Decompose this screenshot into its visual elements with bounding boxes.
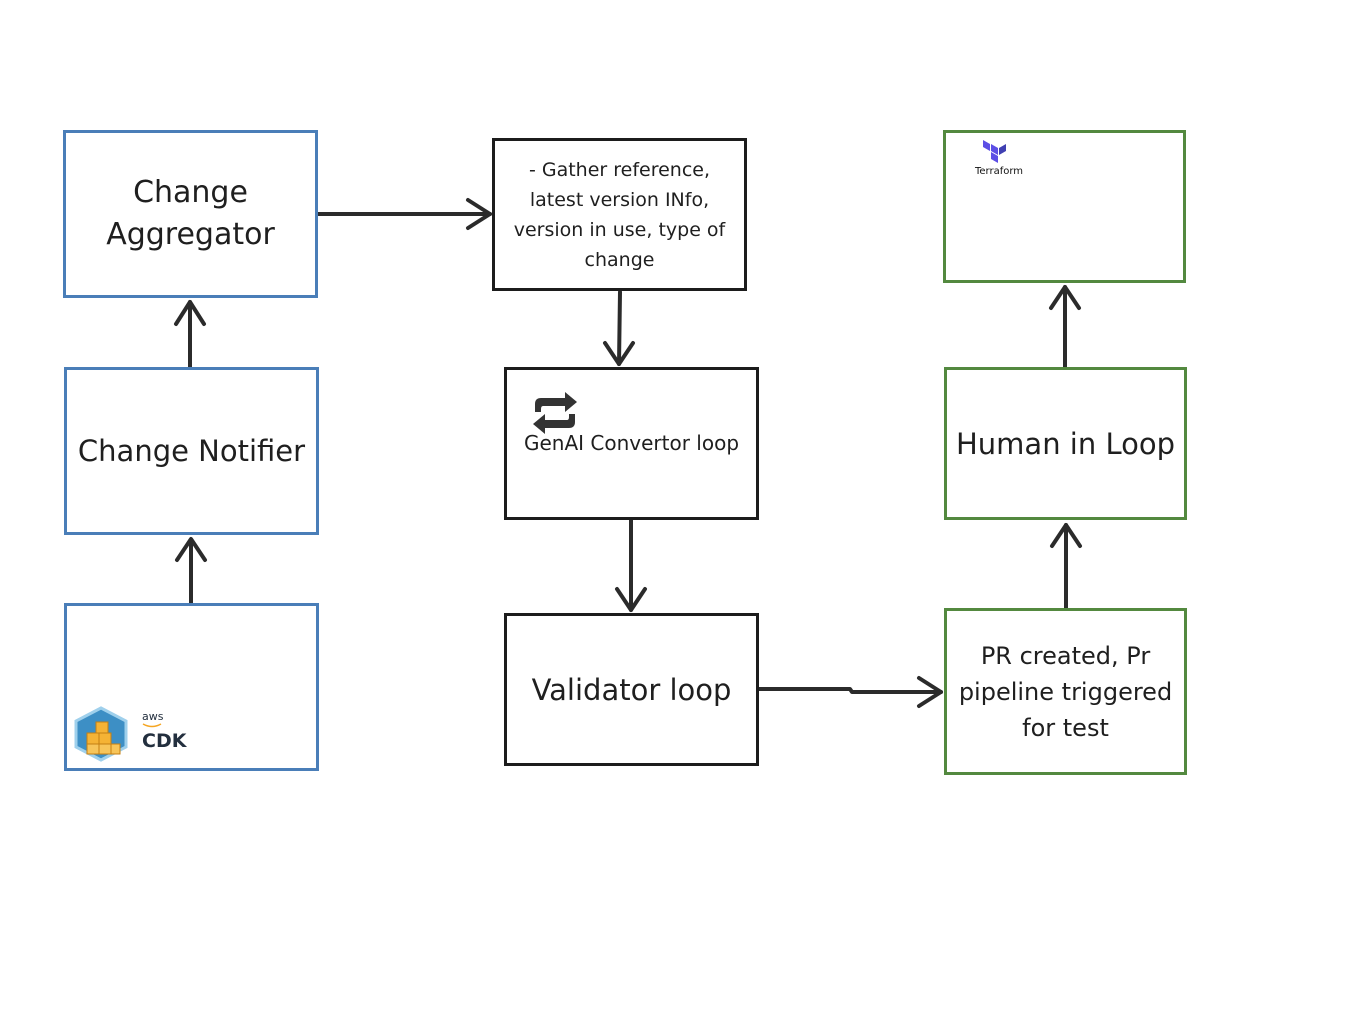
aws-cdk-icon (74, 706, 128, 762)
change-aggregator-label: Change Aggregator (106, 175, 275, 252)
validator-label: Validator loop (531, 672, 732, 707)
terraform-text: Terraform (975, 166, 1024, 177)
cdk-text: CDK (142, 730, 187, 752)
pr-created-label: PR created, Pr pipeline triggered for te… (958, 641, 1173, 742)
validator-box: Validator loop (504, 613, 759, 766)
arrow-validator-to-pr (757, 687, 943, 694)
pr-created-box: PR created, Pr pipeline triggered for te… (944, 608, 1187, 775)
aws-smile-icon (142, 723, 162, 728)
loop-arrows-icon (533, 392, 577, 434)
human-in-loop-box: Human in Loop (944, 367, 1187, 520)
change-notifier-box: Change Notifier (64, 367, 319, 535)
genai-label: GenAI Convertor loop (523, 431, 740, 455)
arrow-gather-to-genai (617, 290, 622, 366)
genai-box: GenAI Convertor loop (504, 367, 759, 520)
gather-label: - Gather reference, latest version INfo,… (513, 158, 726, 271)
aws-cdk-logo: aws CDK (72, 706, 192, 762)
aws-text: aws (142, 710, 164, 723)
human-in-loop-label: Human in Loop (955, 426, 1175, 461)
change-aggregator-box: Change Aggregator (63, 130, 318, 298)
terraform-box: Terraform (943, 130, 1186, 283)
gather-box: - Gather reference, latest version INfo,… (492, 138, 747, 291)
cdk-box: aws CDK (64, 603, 319, 771)
terraform-icon (983, 140, 1006, 163)
terraform-logo: Terraform (974, 139, 1024, 183)
change-notifier-label: Change Notifier (77, 434, 306, 468)
